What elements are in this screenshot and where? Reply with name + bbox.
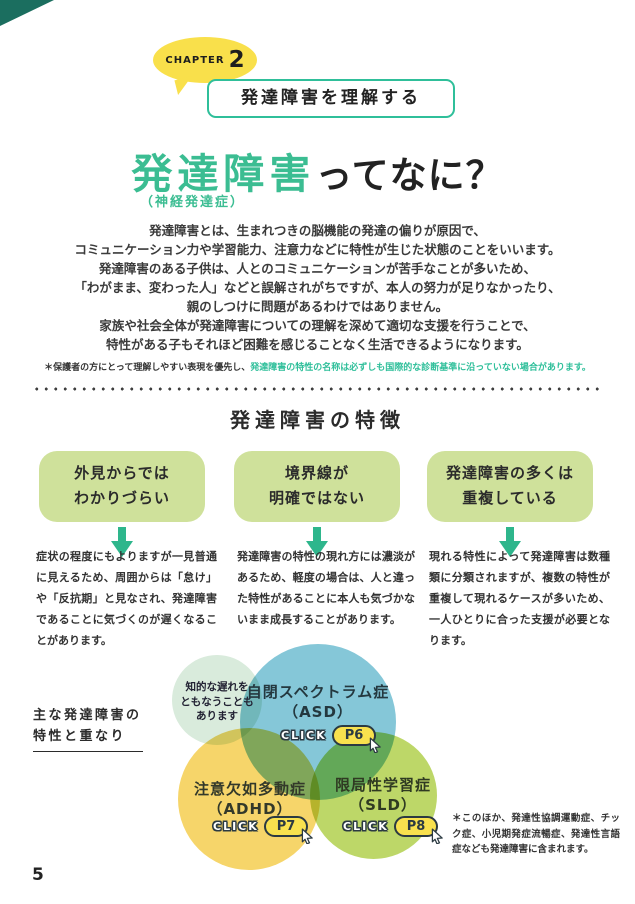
adhd-label: 注意欠如多動症 （ADHD） <box>193 780 306 818</box>
intro-line: 家族や社会全体が発達障害についての理解を深めて適切な支援を行うことで、 <box>99 318 536 333</box>
intro-line: 発達障害のある子供は、人とのコミュニケーションが苦手なことが多いため、 <box>98 261 537 276</box>
cursor-icon <box>302 828 314 844</box>
page-number: 5 <box>32 865 44 885</box>
feature-title: わかりづらい <box>73 489 170 507</box>
page-title-black: ってなに？ <box>315 154 504 197</box>
chapter-number: 2 <box>228 46 245 73</box>
section-heading-features: 発達障害の特徴 <box>230 408 405 432</box>
feature-title: 発達障害の多くは <box>445 464 574 482</box>
click-link-sld-p8[interactable]: CLICK P8 <box>343 816 444 844</box>
feature-title: 重複している <box>462 489 558 507</box>
feature-box-1: 外見からでは わかりづらい <box>39 451 205 522</box>
chapter-bubble-tail <box>174 76 196 95</box>
venn-footnote: ＊このほか、発達性協調運動症、チック症、小児期発症流暢症、発達性言語症なども発達… <box>452 813 620 855</box>
feature-box-3: 発達障害の多くは 重複している <box>427 451 593 522</box>
intro-paragraph: 発達障害とは、生まれつきの脳機能の発達の偏りが原因で、 コミュニケーション力や学… <box>0 221 635 354</box>
feature-box-2: 境界線が 明確ではない <box>234 451 400 522</box>
footnote-black: ＊保護者の方にとって理解しやすい表現を優先し、 <box>44 363 251 373</box>
click-link-adhd-p7[interactable]: CLICK P7 <box>213 816 314 844</box>
intro-line: 発達障害とは、生まれつきの脳機能の発達の偏りが原因で、 <box>149 223 486 238</box>
page-title-green: 発達障害 <box>131 150 316 198</box>
down-arrow-icon <box>111 527 133 557</box>
venn-label-underline <box>33 751 143 752</box>
chapter-bubble: CHAPTER 2 <box>153 37 257 83</box>
intro-line: 親のしつけに問題があるわけではありません。 <box>186 299 449 314</box>
venn-circle-sld <box>310 732 437 859</box>
chapter-label: CHAPTER <box>165 54 225 66</box>
feature-body-2: 発達障害の特性の現れ方には濃淡があるため、軽度の場合は、人と違った特性があること… <box>237 550 415 626</box>
dotted-divider <box>32 387 603 391</box>
feature-title: 境界線が <box>284 464 349 482</box>
intellectual-delay-note: 知的な遅れを ともなうことも あります <box>180 681 254 722</box>
click-label: CLICK <box>213 820 259 833</box>
intro-line: 特性がある子もそれほど困難を感じることなく生活できるようになります。 <box>106 337 529 352</box>
cursor-icon <box>370 737 382 753</box>
page-title: 発達障害ってなに？ <box>0 140 635 200</box>
click-link-asd-p6[interactable]: CLICK P6 <box>281 725 382 753</box>
feature-title: 外見からでは <box>74 464 170 482</box>
intro-line: 「わがまま、変わった人」などと誤解されがちですが、本人の努力が足りなかったり、 <box>74 280 561 295</box>
venn-circle-adhd <box>178 728 320 870</box>
click-label: CLICK <box>343 820 389 833</box>
chapter-title-box: 発達障害を理解する <box>207 79 455 118</box>
page-pill-p7[interactable]: P7 <box>263 816 314 844</box>
venn-section-label: 主な発達障害の 特性と重なり <box>33 708 142 744</box>
asd-label: 自閉スペクトラム症 （ASD） <box>246 683 390 721</box>
feature-title: 明確ではない <box>268 489 365 507</box>
page-pill-p8[interactable]: P8 <box>393 816 444 844</box>
click-label: CLICK <box>281 729 327 742</box>
intro-line: コミュニケーション力や学習能力、注意力などに特性が生じた状態のことをいいます。 <box>74 242 561 257</box>
down-arrow-icon <box>499 527 521 557</box>
intro-footnote: ＊保護者の方にとって理解しやすい表現を優先し、発達障害の特性の名称は必ずしも国際… <box>0 360 635 373</box>
sld-label: 限局性学習症 （SLD） <box>334 776 431 814</box>
page-subtitle: （神経発達症） <box>139 195 245 210</box>
feature-body-3: 現れる特性によって発達障害は数種類に分類されますが、複数の特性が重複して現れるケ… <box>429 550 610 647</box>
corner-ribbon <box>0 0 54 26</box>
down-arrow-icon <box>306 527 328 557</box>
page-pill-p6[interactable]: P6 <box>331 725 382 753</box>
cursor-icon <box>432 828 444 844</box>
feature-body-1: 症状の程度にもよりますが一見普通に見えるため、周囲からは「怠け」や「反抗期」と見… <box>36 550 217 647</box>
footnote-green: 発達障害の特性の名称は必ずしも国際的な診断基準に沿っていない場合があります。 <box>250 363 591 373</box>
